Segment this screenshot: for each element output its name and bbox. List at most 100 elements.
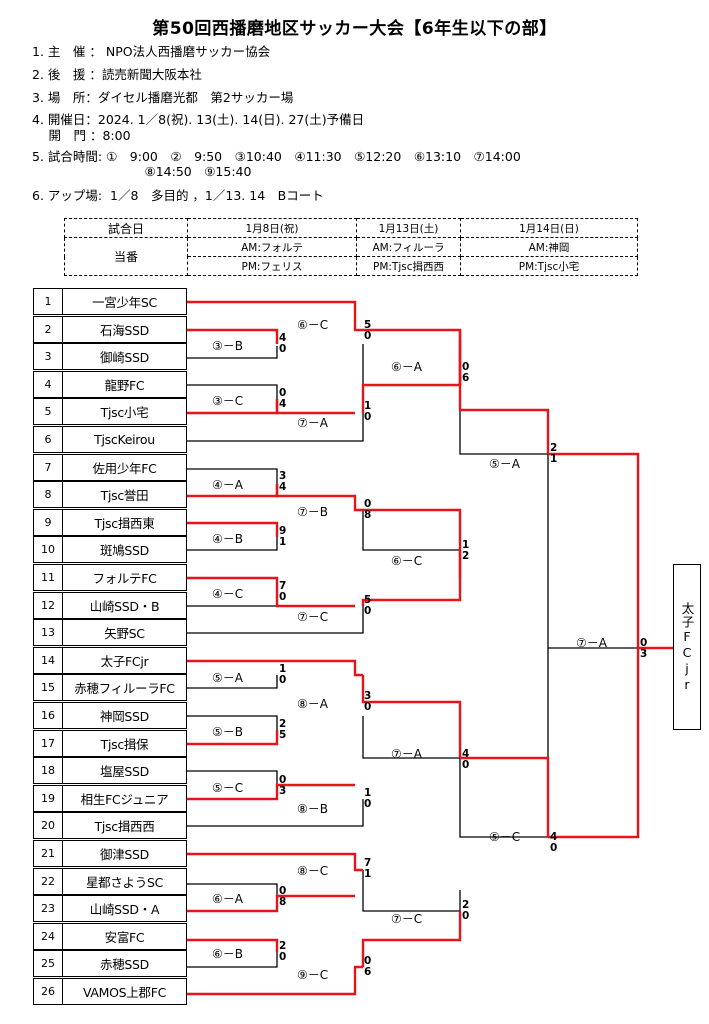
match-score: 6 (462, 372, 470, 384)
team-name: 赤穂フィルーラFC (74, 681, 175, 697)
duty-schedule-table: 試合日 1月8日(祝) 1月13日(土) 1月14日(日) 当番 AM:フォルテ… (64, 218, 638, 276)
team-name: 矢野SC (104, 626, 145, 642)
match-label: ⑤－B (212, 725, 243, 739)
schedule-duty-label: 当番 (64, 237, 188, 276)
match-label: ⑥－A (391, 360, 422, 374)
match-score: 5 (279, 729, 287, 741)
match-score: 4 (279, 481, 287, 493)
team-row: 25 赤穂SSD (33, 950, 187, 978)
line-black (187, 715, 278, 730)
team-row: 10 斑鳩SSD (33, 536, 187, 564)
match-label: ⑨－C (297, 968, 329, 982)
match-label: ⑥－B (212, 947, 243, 961)
line-black (187, 675, 278, 689)
match-score: 4 (279, 332, 287, 344)
info-line-1: 1. 主 催 ： NPO法人西播磨サッカー協会 (32, 44, 271, 59)
match-score: 1 (279, 536, 287, 548)
match-score: 4 (462, 748, 470, 760)
match-label: ⑦－A (391, 747, 422, 761)
info-line-5: 開 門 ：8:00 (32, 128, 131, 143)
team-number: 19 (34, 785, 63, 811)
team-number: 11 (34, 565, 63, 590)
team-number: 6 (34, 427, 63, 452)
winner-line (187, 852, 363, 872)
team-number: 5 (34, 399, 63, 425)
match-label: ⑥－C (297, 318, 329, 332)
team-number: 10 (34, 537, 63, 563)
match-score: 4 (550, 831, 558, 843)
team-name: 塩屋SSD (100, 764, 149, 780)
match-score: 7 (279, 580, 287, 592)
match-score: 0 (462, 910, 470, 922)
match-score: 0 (364, 498, 372, 510)
info-line-6: 5. 試合時間: ① 9:00 ② 9:50 ③10:40 ④11:30 ⑤12… (32, 149, 521, 164)
match-label: ⑤－A (212, 671, 243, 685)
team-name: 安富FC (104, 929, 145, 945)
match-score: 1 (279, 663, 287, 675)
team-number: 22 (34, 868, 63, 894)
schedule-pm-3: PM:Tjsc小宅 (460, 256, 638, 276)
team-name: Tjsc誉田 (100, 488, 149, 504)
match-score: 0 (364, 605, 372, 617)
line-black (187, 413, 364, 442)
team-name: 龍野FC (104, 377, 145, 393)
winner-line (187, 300, 363, 332)
match-score: 0 (364, 330, 372, 342)
team-number: 21 (34, 841, 63, 866)
match-label: ⑦－A (576, 636, 607, 650)
line-black (187, 606, 364, 634)
line-black (187, 952, 278, 968)
match-score: 3 (640, 648, 648, 660)
match-score: 9 (279, 525, 287, 537)
winner-line (361, 675, 462, 758)
match-score: 0 (279, 674, 287, 686)
winner-line (187, 938, 279, 952)
match-score: 0 (640, 637, 648, 649)
match-label: ③－B (212, 339, 243, 353)
line-black (187, 384, 278, 399)
bracket-lines-black (187, 344, 638, 968)
page-title: 第50回西播磨地区サッカー大会【6年生以下の部】 (152, 19, 557, 39)
champion-name: 太子FCjr (679, 601, 695, 693)
line-black (187, 770, 278, 785)
winner-line (458, 330, 550, 454)
info-line-4: 4. 開催日：2024. 1／8(祝). 13(土). 14(日). 27(土)… (32, 112, 365, 127)
team-row: 21 御津SSD (33, 840, 187, 867)
match-score: 0 (279, 774, 287, 786)
winner-line (548, 646, 673, 839)
team-number: 25 (34, 951, 63, 977)
team-name: 赤穂SSD (100, 957, 149, 973)
match-label: ⑥－C (391, 554, 423, 568)
match-label: ③－C (212, 394, 244, 408)
match-score: 2 (550, 442, 558, 454)
team-name: 山崎SSD・B (89, 598, 160, 614)
match-score: 0 (279, 951, 287, 963)
line-black (187, 468, 278, 484)
team-number: 15 (34, 675, 63, 701)
match-score: 0 (550, 842, 558, 854)
champion-box: 太子FCjr (673, 564, 701, 730)
team-number: 7 (34, 454, 63, 480)
team-number: 24 (34, 923, 63, 949)
match-score: 3 (279, 470, 287, 482)
match-score: 5 (364, 319, 372, 331)
match-label: ⑤－A (489, 457, 520, 471)
team-name: 斑鳩SSD (100, 543, 149, 559)
team-name: 御津SSD (100, 847, 149, 862)
winner-line (187, 576, 279, 595)
match-score: 0 (279, 343, 287, 355)
winner-line (187, 521, 279, 537)
